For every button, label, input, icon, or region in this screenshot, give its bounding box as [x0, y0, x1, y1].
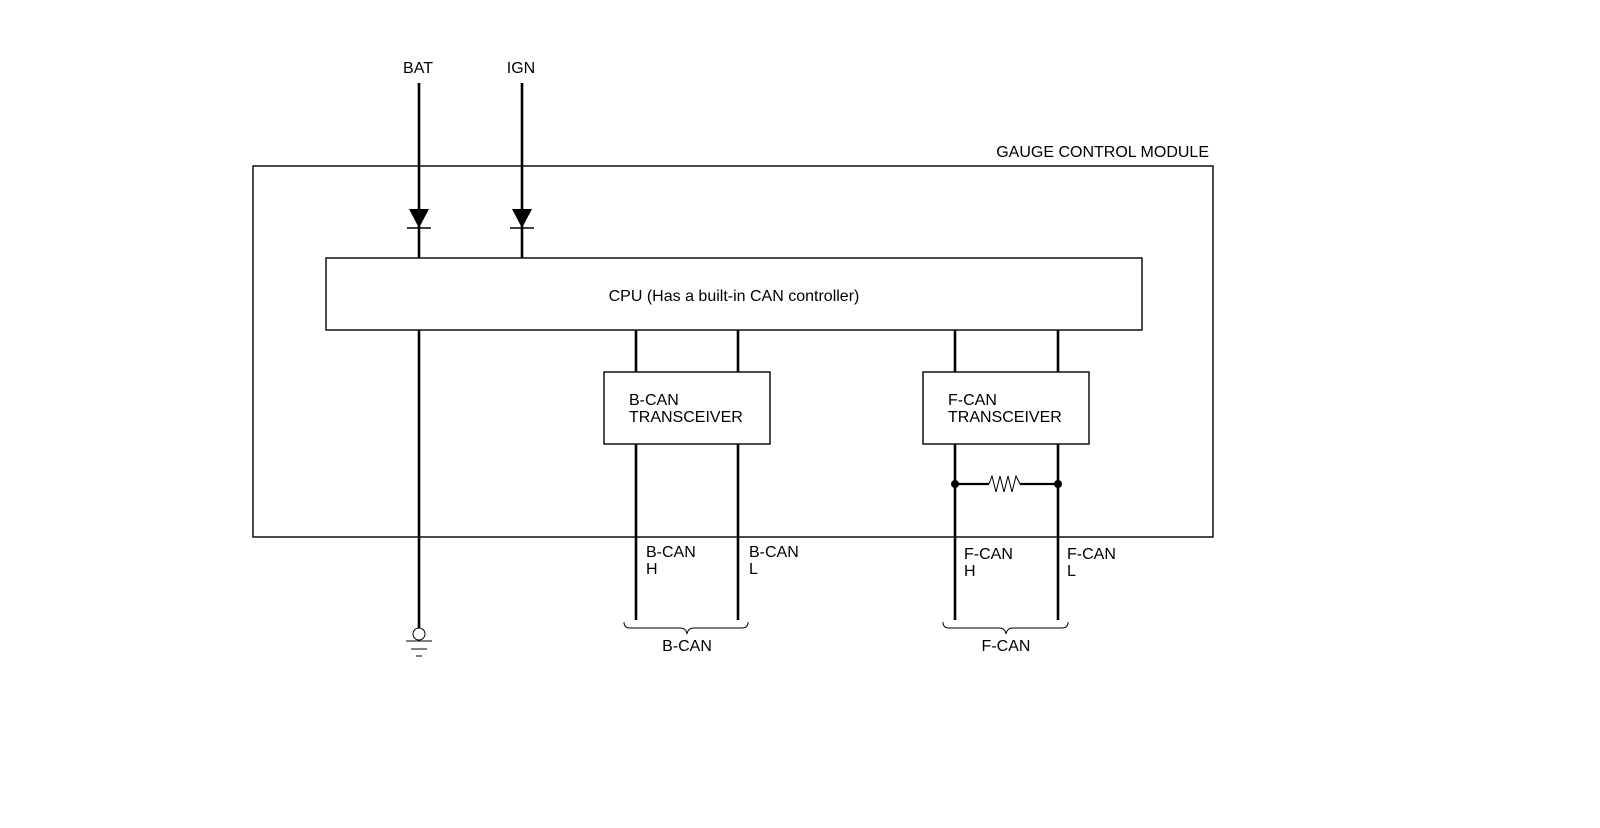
ign-label: IGN	[507, 60, 535, 77]
module-title: GAUGE CONTROL MODULE	[996, 144, 1209, 161]
cpu-box	[325, 257, 1143, 331]
b-can-l-label-line2: L	[749, 561, 758, 578]
f-can-l-label-line2: L	[1067, 563, 1076, 580]
resistor-icon	[951, 474, 1062, 493]
f-can-h-label-line2: H	[964, 563, 976, 580]
ground-icon	[406, 627, 432, 657]
diode-icon	[510, 209, 534, 229]
f-can-bus-brace	[942, 621, 1069, 635]
b-can-transceiver-box	[603, 371, 771, 445]
f-can-bus-label: F-CAN	[982, 638, 1031, 655]
f-can-transceiver-label-line2: TRANSCEIVER	[948, 409, 1062, 426]
b-can-h-label-line1: B-CAN	[646, 544, 696, 561]
b-can-l-label-line1: B-CAN	[749, 544, 799, 561]
f-can-transceiver-label-line1: F-CAN	[948, 392, 997, 409]
f-can-h-label-line1: F-CAN	[964, 546, 1013, 563]
bat-label: BAT	[403, 60, 433, 77]
cpu-label: CPU (Has a built-in CAN controller)	[609, 288, 860, 305]
f-can-transceiver-box	[922, 371, 1090, 445]
diode-icon	[407, 209, 431, 229]
b-can-transceiver-label-line2: TRANSCEIVER	[629, 409, 743, 426]
b-can-bus-label: B-CAN	[662, 638, 712, 655]
b-can-h-label-line2: H	[646, 561, 658, 578]
b-can-transceiver-label-line1: B-CAN	[629, 392, 679, 409]
gauge-control-module-box	[252, 165, 1214, 538]
f-can-l-label-line1: F-CAN	[1067, 546, 1116, 563]
b-can-bus-brace	[623, 621, 749, 635]
